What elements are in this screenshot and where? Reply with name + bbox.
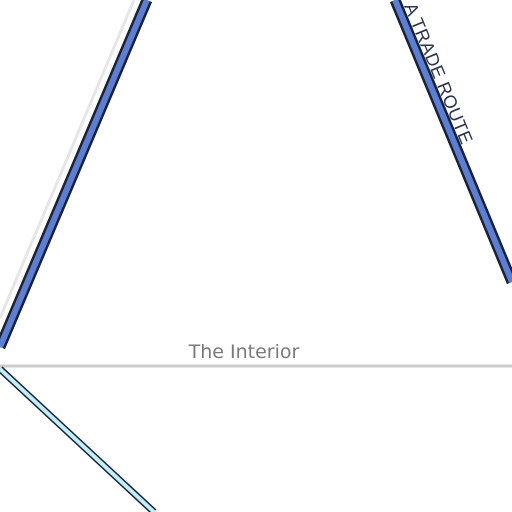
major-road-left-fill bbox=[0, 0, 150, 349]
area-label-the-interior: The Interior bbox=[188, 341, 300, 363]
minor-road-fill bbox=[0, 367, 156, 512]
major-road-trade-route[interactable] bbox=[389, 0, 512, 285]
major-road-right-fill bbox=[392, 0, 512, 284]
faint-track-line bbox=[0, 0, 136, 319]
major-road-left[interactable] bbox=[0, 0, 153, 350]
minor-road[interactable] bbox=[0, 366, 157, 512]
